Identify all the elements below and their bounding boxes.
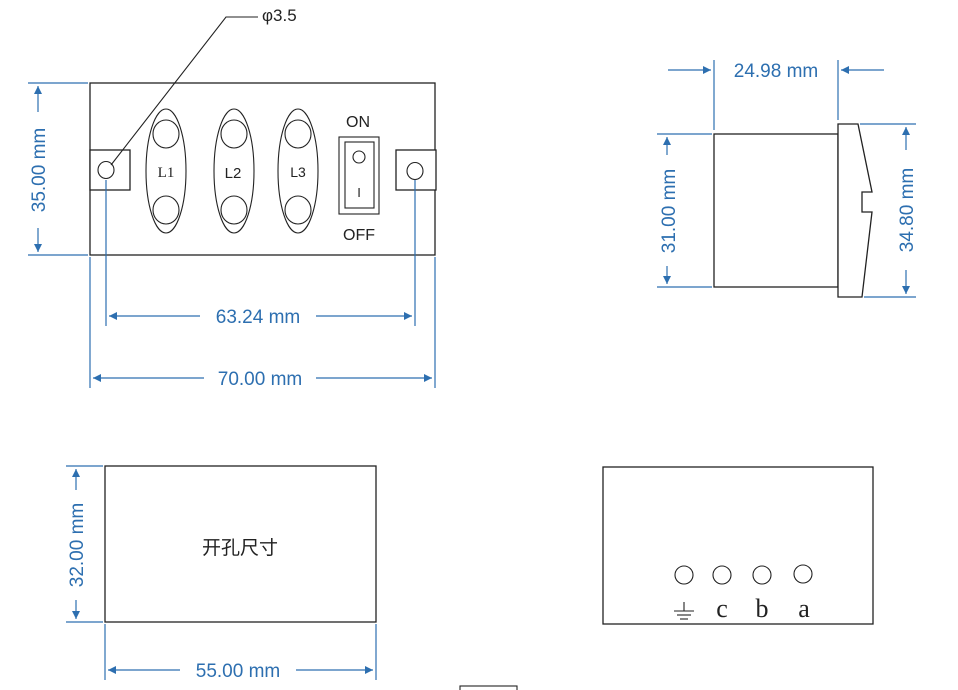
lamp-label-l2: L2 [225,165,242,182]
rear-view: ⏚ c b a [602,466,874,625]
lamp-label-l1: L1 [158,165,175,181]
side-total-height-text: 34.80 mm [897,168,918,252]
switch-off-label: OFF [343,227,375,244]
lamp-l3: L3 [277,108,319,234]
terminal-ground [674,565,694,585]
cutout-outline [104,465,377,623]
front-view: L1 L2 L3 ON I OFF φ3.5 [28,6,437,390]
left-mount-hole [97,160,115,180]
terminal-label-a: a [798,594,810,623]
switch-mark: I [357,185,361,200]
lamp-l2: L2 [213,108,255,234]
ground-icon [674,602,694,620]
side-body-height-text: 31.00 mm [659,169,680,253]
cutout-height-text: 32.00 mm [67,503,88,587]
switch-on-label: ON [346,114,370,131]
front-panel [89,82,436,256]
front-width-dimension: 70.00 mm [89,257,436,390]
hole-callout-leader [110,16,258,166]
hole-spacing-dimension: 63.24 mm [105,180,416,328]
terminal-b [752,565,772,585]
right-mount-hole [406,161,424,181]
cutout-width-dimension: 55.00 mm [104,624,377,682]
cutout-height-dimension: 32.00 mm [66,465,103,623]
side-body-height-dimension: 31.00 mm [657,133,712,288]
terminal-a [793,564,813,584]
side-total-height-dimension: 34.80 mm [860,123,918,298]
lamp-label-l3: L3 [290,164,306,180]
side-depth-text: 24.98 mm [734,61,818,82]
terminal-c [712,565,732,585]
hole-callout-text: φ3.5 [262,6,297,25]
lamp-l1: L1 [145,108,187,234]
cutout-width-text: 55.00 mm [196,661,280,682]
left-mounting-ear [89,149,131,191]
side-bezel [837,123,873,298]
right-mounting-ear [395,149,437,191]
rear-panel [602,466,874,625]
terminal-label-c: c [716,594,728,623]
terminal-label-b: b [756,594,769,623]
cutout-view: 开孔尺寸 32.00 mm 55.00 mm [66,465,377,682]
side-body [713,133,839,288]
front-height-dimension: 35.00 mm [28,82,88,256]
stray-box [459,685,518,690]
side-view: 24.98 mm 31.00 mm 34.80 mm [657,60,918,298]
side-depth-dimension: 24.98 mm [668,60,884,130]
cutout-label: 开孔尺寸 [202,537,278,559]
hole-spacing-text: 63.24 mm [216,307,300,328]
front-width-text: 70.00 mm [218,369,302,390]
front-height-text: 35.00 mm [29,128,50,212]
rocker-switch: ON I OFF [338,114,380,244]
